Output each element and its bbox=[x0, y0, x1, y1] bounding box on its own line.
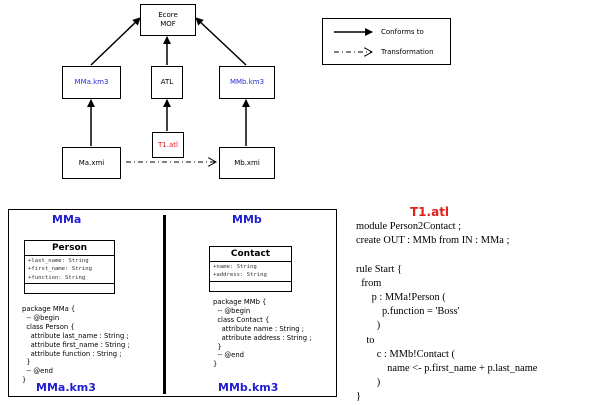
mmb-code-line: } bbox=[213, 342, 222, 351]
atl-code-line: to bbox=[356, 334, 375, 346]
atl-code-line: c : MMb!Contact ( bbox=[356, 348, 455, 360]
mmb-km3-label: MMb.km3 bbox=[229, 78, 265, 86]
person-attr-function: +function: String bbox=[28, 274, 86, 281]
atl-box: ATL bbox=[151, 66, 183, 99]
ma-xmi-label: Ma.xmi bbox=[78, 158, 105, 167]
mmb-code: package MMb { -- @begin class Contact { … bbox=[213, 298, 312, 369]
atl-code-line: from bbox=[356, 277, 382, 289]
legend-box bbox=[322, 18, 451, 65]
mma-code-line: } bbox=[22, 358, 31, 367]
atl-code-line: create OUT : MMb from IN : MMa ; bbox=[356, 235, 510, 247]
mma-code-line: attribute function : String ; bbox=[22, 349, 122, 358]
ecore-mof-box: Ecore MOF bbox=[140, 4, 196, 36]
mma-code: package MMa { -- @begin class Person { a… bbox=[22, 305, 130, 385]
ecore-label: Ecore bbox=[158, 11, 178, 19]
mma-code-line: -- @begin bbox=[22, 313, 60, 322]
mma-code-line: } bbox=[22, 376, 27, 385]
contact-class-name: Contact bbox=[210, 247, 291, 262]
mma-code-line: class Person { bbox=[22, 322, 75, 331]
mmb-code-line: attribute address : String ; bbox=[213, 333, 312, 342]
t1-atl-title: T1.atl bbox=[410, 205, 450, 219]
t1-atl-label: T1.atl bbox=[158, 140, 178, 149]
contact-class-box: Contact +name: String +address: String bbox=[209, 246, 292, 292]
mma-km3-label: MMa.km3 bbox=[74, 78, 109, 86]
metamodel-panel bbox=[8, 209, 337, 397]
mmb-title: MMb bbox=[232, 213, 262, 226]
person-attr-last-name: +last_name: String bbox=[28, 258, 89, 264]
atl-code: module Person2Contact ; create OUT : MMb … bbox=[356, 220, 537, 405]
ma-xmi-box: Ma.xmi bbox=[62, 147, 121, 179]
mmb-code-line: package MMb { bbox=[213, 298, 267, 306]
contact-attr-address: +address: String bbox=[213, 272, 267, 279]
mmb-code-line: attribute name : String ; bbox=[213, 324, 305, 333]
atl-code-line: module Person2Contact ; bbox=[356, 221, 462, 232]
mb-xmi-box: Mb.xmi bbox=[219, 147, 275, 179]
atl-code-line: name <- p.first_name + p.last_name bbox=[356, 363, 538, 375]
mmb-code-line: -- @end bbox=[213, 351, 244, 360]
person-operations bbox=[25, 284, 114, 288]
contact-attributes: +name: String +address: String bbox=[210, 262, 291, 282]
panel-divider bbox=[163, 215, 166, 394]
atl-code-line: p : MMa!Person ( bbox=[356, 292, 446, 303]
person-attributes: +last_name: String +first_name: String +… bbox=[25, 256, 114, 285]
mof-label: MOF bbox=[160, 20, 176, 28]
conforms-arrow-mma-ecore bbox=[90, 17, 141, 66]
mma-km3-footer: MMa.km3 bbox=[36, 381, 96, 394]
mmb-km3-footer: MMb.km3 bbox=[218, 381, 279, 394]
conforms-arrow-mmb-ecore bbox=[195, 17, 247, 66]
t1-atl-box: T1.atl bbox=[152, 132, 184, 158]
mb-xmi-label: Mb.xmi bbox=[234, 158, 260, 167]
mma-code-line: package MMa { bbox=[22, 305, 76, 313]
person-class-name: Person bbox=[25, 241, 114, 256]
legend-transformation-label: Transformation bbox=[381, 48, 434, 56]
mmb-code-line: class Contact { bbox=[213, 315, 270, 324]
mma-code-line: attribute last_name : String ; bbox=[22, 331, 129, 340]
contact-attr-name: +name: String bbox=[213, 264, 257, 270]
mmb-km3-box: MMb.km3 bbox=[219, 66, 275, 99]
mmb-code-line: } bbox=[213, 360, 218, 369]
atl-code-line: rule Start { bbox=[356, 263, 402, 275]
legend-conforms-label: Conforms to bbox=[381, 28, 424, 36]
atl-code-line: p.function = 'Boss' bbox=[356, 306, 460, 318]
mma-km3-box: MMa.km3 bbox=[62, 66, 121, 99]
mma-code-line: -- @end bbox=[22, 367, 53, 376]
atl-code-line: } bbox=[356, 391, 361, 403]
mma-code-line: attribute first_name : String ; bbox=[22, 340, 130, 349]
contact-operations bbox=[210, 282, 291, 286]
atl-code-line: ) bbox=[356, 320, 381, 332]
atl-code-line bbox=[356, 248, 537, 262]
mmb-code-line: -- @begin bbox=[213, 306, 251, 315]
atl-code-line: ) bbox=[356, 377, 381, 389]
mma-title: MMa bbox=[52, 213, 82, 226]
atl-label: ATL bbox=[160, 78, 174, 86]
person-class-box: Person +last_name: String +first_name: S… bbox=[24, 240, 115, 294]
person-attr-first-name: +first_name: String bbox=[28, 266, 92, 273]
